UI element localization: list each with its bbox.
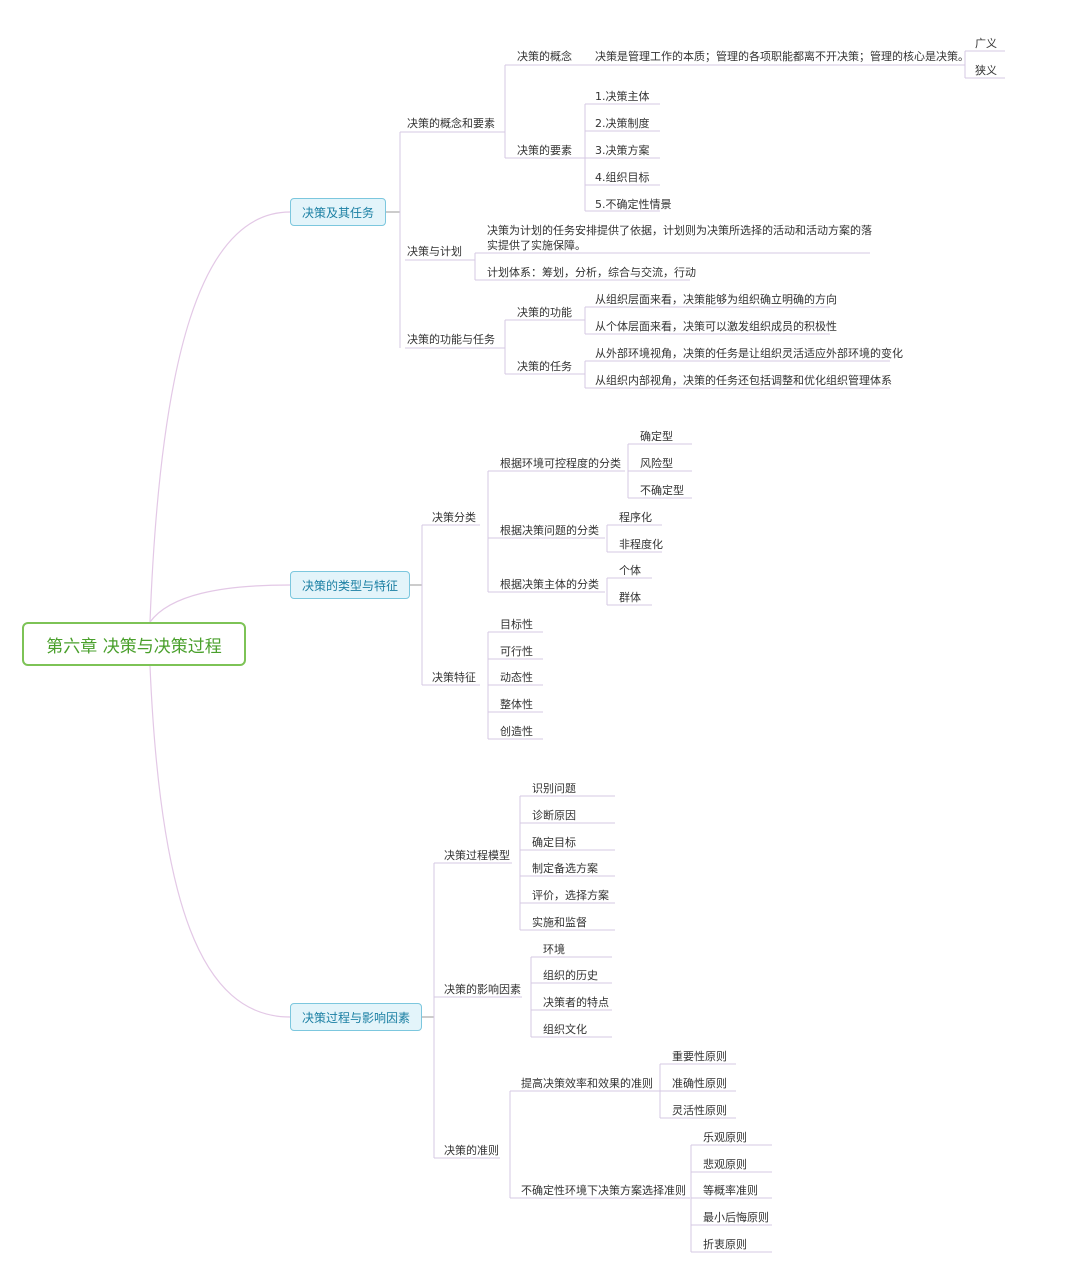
node-concept-elements[interactable]: 决策的概念和要素 — [407, 117, 495, 130]
node-function-2[interactable]: 从个体层面来看，决策可以激发组织成员的积极性 — [595, 320, 837, 333]
node-broad[interactable]: 广义 — [975, 37, 997, 50]
node-element-5[interactable]: 5.不确定性情景 — [595, 198, 672, 211]
root-node[interactable]: 第六章 决策与决策过程 — [22, 622, 246, 666]
node-risk[interactable]: 风险型 — [640, 457, 673, 470]
node-task[interactable]: 决策的任务 — [517, 360, 572, 373]
node-step-6[interactable]: 实施和监督 — [532, 916, 587, 929]
node-efficiency[interactable]: 提高决策效率和效果的准则 — [521, 1077, 653, 1090]
node-features[interactable]: 决策特征 — [432, 671, 476, 684]
node-factor-1[interactable]: 环境 — [543, 943, 565, 956]
node-task-2[interactable]: 从组织内部视角，决策的任务还包括调整和优化组织管理体系 — [595, 374, 892, 387]
branch-decision-types[interactable]: 决策的类型与特征 — [290, 571, 410, 599]
node-eff-3[interactable]: 灵活性原则 — [672, 1104, 727, 1117]
node-step-3[interactable]: 确定目标 — [532, 836, 576, 849]
node-factor-3[interactable]: 决策者的特点 — [543, 996, 609, 1009]
node-unc-2[interactable]: 悲观原则 — [703, 1158, 747, 1171]
node-uncertain-env[interactable]: 不确定性环境下决策方案选择准则 — [521, 1184, 686, 1197]
node-element-2[interactable]: 2.决策制度 — [595, 117, 650, 130]
node-plan-system[interactable]: 计划体系：筹划，分析，综合与交流，行动 — [487, 266, 696, 279]
branch-decision-process[interactable]: 决策过程与影响因素 — [290, 1003, 422, 1031]
node-certain[interactable]: 确定型 — [640, 430, 673, 443]
node-eff-2[interactable]: 准确性原则 — [672, 1077, 727, 1090]
node-function-1[interactable]: 从组织层面来看，决策能够为组织确立明确的方向 — [595, 293, 837, 306]
node-concept[interactable]: 决策的概念 — [517, 50, 572, 63]
node-unc-4[interactable]: 最小后悔原则 — [703, 1211, 769, 1224]
node-narrow[interactable]: 狭义 — [975, 64, 997, 77]
node-factor-2[interactable]: 组织的历史 — [543, 969, 598, 982]
node-concept-text[interactable]: 决策是管理工作的本质；管理的各项职能都离不开决策；管理的核心是决策。 — [595, 50, 969, 63]
node-elements[interactable]: 决策的要素 — [517, 144, 572, 157]
node-element-3[interactable]: 3.决策方案 — [595, 144, 650, 157]
node-eff-1[interactable]: 重要性原则 — [672, 1050, 727, 1063]
node-unc-3[interactable]: 等概率准则 — [703, 1184, 758, 1197]
node-process-model[interactable]: 决策过程模型 — [444, 849, 510, 862]
node-criteria[interactable]: 决策的准则 — [444, 1144, 499, 1157]
node-step-1[interactable]: 识别问题 — [532, 782, 576, 795]
node-factor-4[interactable]: 组织文化 — [543, 1023, 587, 1036]
node-function[interactable]: 决策的功能 — [517, 306, 572, 319]
node-plan-text-line1[interactable]: 决策为计划的任务安排提供了依据，计划则为决策所选择的活动和活动方案的落 — [487, 224, 872, 237]
node-cls-subject[interactable]: 根据决策主体的分类 — [500, 578, 599, 591]
node-unc-1[interactable]: 乐观原则 — [703, 1131, 747, 1144]
node-step-5[interactable]: 评价，选择方案 — [532, 889, 609, 902]
node-function-task[interactable]: 决策的功能与任务 — [407, 333, 495, 346]
node-element-1[interactable]: 1.决策主体 — [595, 90, 650, 103]
node-feature-5[interactable]: 创造性 — [500, 725, 533, 738]
branch-decision-and-task[interactable]: 决策及其任务 — [290, 198, 386, 226]
node-feature-4[interactable]: 整体性 — [500, 698, 533, 711]
node-uncertain[interactable]: 不确定型 — [640, 484, 684, 497]
node-programmed[interactable]: 程序化 — [619, 511, 652, 524]
node-feature-3[interactable]: 动态性 — [500, 671, 533, 684]
node-element-4[interactable]: 4.组织目标 — [595, 171, 650, 184]
node-step-2[interactable]: 诊断原因 — [532, 809, 576, 822]
node-feature-2[interactable]: 可行性 — [500, 645, 533, 658]
node-task-1[interactable]: 从外部环境视角，决策的任务是让组织灵活适应外部环境的变化 — [595, 347, 903, 360]
node-classification[interactable]: 决策分类 — [432, 511, 476, 524]
node-influence[interactable]: 决策的影响因素 — [444, 983, 521, 996]
node-cls-problem[interactable]: 根据决策问题的分类 — [500, 524, 599, 537]
node-plan-text-line2[interactable]: 实提供了实施保障。 — [487, 239, 586, 252]
node-decision-plan[interactable]: 决策与计划 — [407, 245, 462, 258]
node-unc-5[interactable]: 折衷原则 — [703, 1238, 747, 1251]
node-nonprogrammed[interactable]: 非程度化 — [619, 538, 663, 551]
node-feature-1[interactable]: 目标性 — [500, 618, 533, 631]
node-step-4[interactable]: 制定备选方案 — [532, 862, 598, 875]
node-cls-env[interactable]: 根据环境可控程度的分类 — [500, 457, 621, 470]
node-group[interactable]: 群体 — [619, 591, 641, 604]
node-individual[interactable]: 个体 — [619, 564, 641, 577]
